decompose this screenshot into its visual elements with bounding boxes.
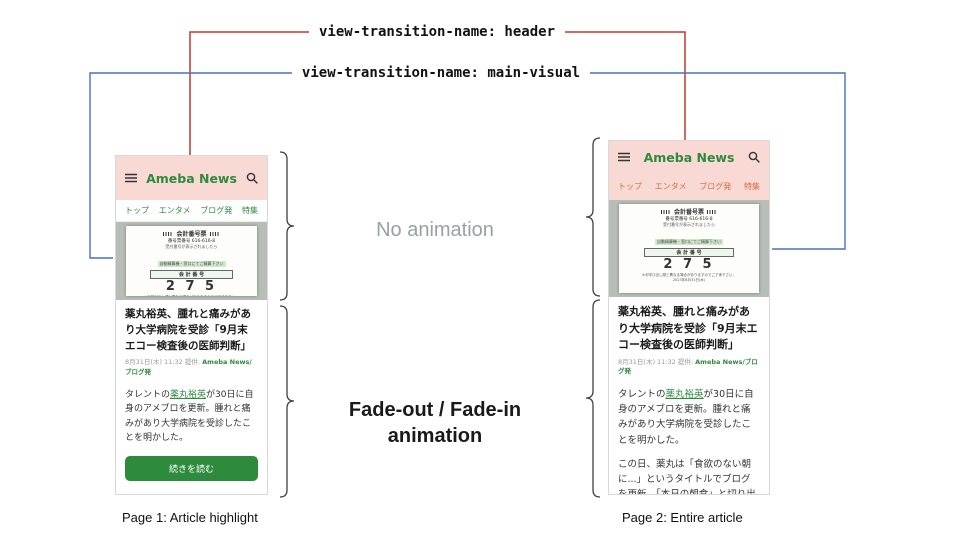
menu-icon[interactable] [125, 173, 137, 183]
article-meta: 8月31日(木) 11:32 提供: Ameba News/ブログ発 [125, 358, 258, 378]
article-meta: 8月31日(木) 11:32 提供: Ameba News/ブログ発 [618, 358, 760, 378]
search-icon[interactable] [748, 151, 760, 163]
brace-page1-top [279, 151, 295, 301]
person-link[interactable]: 薬丸裕英 [665, 389, 704, 400]
brace-page2-top [585, 137, 601, 297]
no-animation-label: No animation [376, 219, 494, 241]
receipt-instruction-1: 受付番号が表示されましたら [663, 222, 715, 227]
barcode-mark [660, 209, 671, 214]
receipt-photo: 会計番号票 番号票番号 616-616-8 受付番号が表示されましたら 自動精算… [126, 226, 257, 296]
receipt-title: 会計番号票 [623, 207, 755, 216]
body-text: タレントの [618, 389, 666, 400]
article-date: 8月31日(木) 11:32 [125, 358, 183, 367]
person-link[interactable]: 薬丸裕英 [170, 389, 207, 400]
search-icon[interactable] [246, 172, 258, 184]
receipt-note: ※お呼び出し順と異なる場合がありますのでご了承下さい。 [642, 272, 736, 277]
body-text: が30日に自身のアメブロを更新。腫れと痛みがあり大学病院を受診したことを明かした… [618, 389, 754, 446]
nav-tab-blog[interactable]: ブログ発 [699, 182, 732, 191]
phone-page1: Ameba News トップ エンタメ ブログ発 特集 会計番号票 番号票番号 … [115, 155, 268, 495]
header-transition-label: view-transition-name: header [308, 24, 566, 40]
receipt-title: 会計番号票 [130, 229, 253, 238]
body-text: タレントの [125, 389, 171, 400]
receipt-number-label: 会 計 番 号 [149, 270, 234, 279]
receipt-date: 2023年8月31日(木) [672, 277, 706, 282]
receipt-note: ※お呼び出し順と異なる場合がありますのでご了承下さい。 [130, 295, 253, 296]
receipt-title-text: 会計番号票 [176, 231, 207, 238]
provider-name[interactable]: Ameba News/ブログ発 [618, 357, 758, 376]
receipt-number-line: 番号票番号 616-616-8 [167, 239, 216, 244]
phone-page2: Ameba News トップ エンタメ ブログ発 特集 会計番号票 番号票番号 … [608, 140, 770, 495]
receipt-number-label: 会 計 番 号 [644, 248, 734, 257]
barcode-mark [707, 209, 717, 214]
provider-name[interactable]: Ameba News/ブログ発 [125, 358, 252, 376]
app-header: Ameba News [116, 156, 267, 200]
article-title: 薬丸裕英、腫れと痛みがあり大学病院を受診「9月末エコー検査後の医師判断」 [125, 308, 251, 352]
receipt-instruction-2: 自動精算機・窓口にてご精算下さい [655, 239, 723, 245]
provider-label: 提供: [677, 357, 694, 366]
main-visual-image: 会計番号票 番号票番号 616-616-8 受付番号が表示されましたら 自動精算… [609, 200, 769, 297]
barcode-mark [209, 231, 220, 236]
app-logo: Ameba News [146, 170, 237, 186]
article-body: タレントの薬丸裕英が30日に自身のアメブロを更新。腫れと痛みがあり大学病院を受診… [618, 387, 760, 448]
article-title: 薬丸裕英、腫れと痛みがあり大学病院を受診「9月末エコー検査後の医師判断」 [618, 305, 758, 351]
fade-animation-label: Fade-out / Fade-in animation [348, 399, 522, 447]
receipt-instruction-1: 受付番号が表示されましたら [165, 244, 218, 249]
article-date: 8月31日(木) 11:32 [618, 357, 676, 366]
receipt-title-text: 会計番号票 [673, 209, 704, 216]
receipt-number: 2 7 5 [165, 279, 218, 294]
nav-tab-entame[interactable]: エンタメ [158, 206, 191, 215]
menu-icon[interactable] [618, 152, 630, 162]
main-visual-image: 会計番号票 番号票番号 616-616-8 受付番号が表示されましたら 自動精算… [116, 222, 267, 300]
nav-tab-feature[interactable]: 特集 [743, 182, 760, 191]
nav-tab-top[interactable]: トップ [125, 206, 149, 215]
nav-tab-feature[interactable]: 特集 [241, 206, 258, 215]
receipt-photo: 会計番号票 番号票番号 616-616-8 受付番号が表示されましたら 自動精算… [619, 204, 759, 293]
receipt-number: 2 7 5 [663, 257, 715, 272]
nav-tab-blog[interactable]: ブログ発 [200, 206, 233, 215]
nav-tabs: トップ エンタメ ブログ発 特集 [609, 173, 769, 200]
body-text: が30日に自身のアメブロを更新。腫れと痛みがあり大学病院を受診したことを明かした… [125, 389, 254, 443]
nav-tab-top[interactable]: トップ [618, 182, 642, 191]
provider-label: 提供: [184, 358, 201, 367]
brace-page2-bottom [585, 299, 601, 498]
article-body-2: この日、薬丸は「食欲のない朝に...」というタイトルでブログを更新。「本日の朝食… [618, 458, 756, 495]
receipt-number-line: 番号票番号 616-616-8 [665, 217, 713, 222]
article-card: 薬丸裕英、腫れと痛みがあり大学病院を受診「9月末エコー検査後の医師判断」 8月3… [116, 300, 267, 489]
nav-tab-entame[interactable]: エンタメ [654, 182, 687, 191]
main-visual-transition-label: view-transition-name: main-visual [291, 65, 591, 81]
app-header: Ameba News [609, 141, 769, 173]
receipt-instruction-2: 自動精算機・窓口にてご精算下さい [157, 261, 226, 267]
article-page: 薬丸裕英、腫れと痛みがあり大学病院を受診「9月末エコー検査後の医師判断」 8月3… [609, 297, 769, 495]
page2-caption: Page 2: Entire article [622, 510, 743, 525]
app-logo: Ameba News [643, 149, 735, 165]
brace-page1-bottom [279, 305, 295, 498]
page1-caption: Page 1: Article highlight [122, 510, 258, 525]
barcode-mark [163, 231, 174, 236]
article-body: タレントの薬丸裕英が30日に自身のアメブロを更新。腫れと痛みがあり大学病院を受診… [125, 388, 258, 446]
nav-tabs: トップ エンタメ ブログ発 特集 [116, 200, 267, 222]
read-more-button[interactable]: 続きを読む [125, 456, 258, 482]
